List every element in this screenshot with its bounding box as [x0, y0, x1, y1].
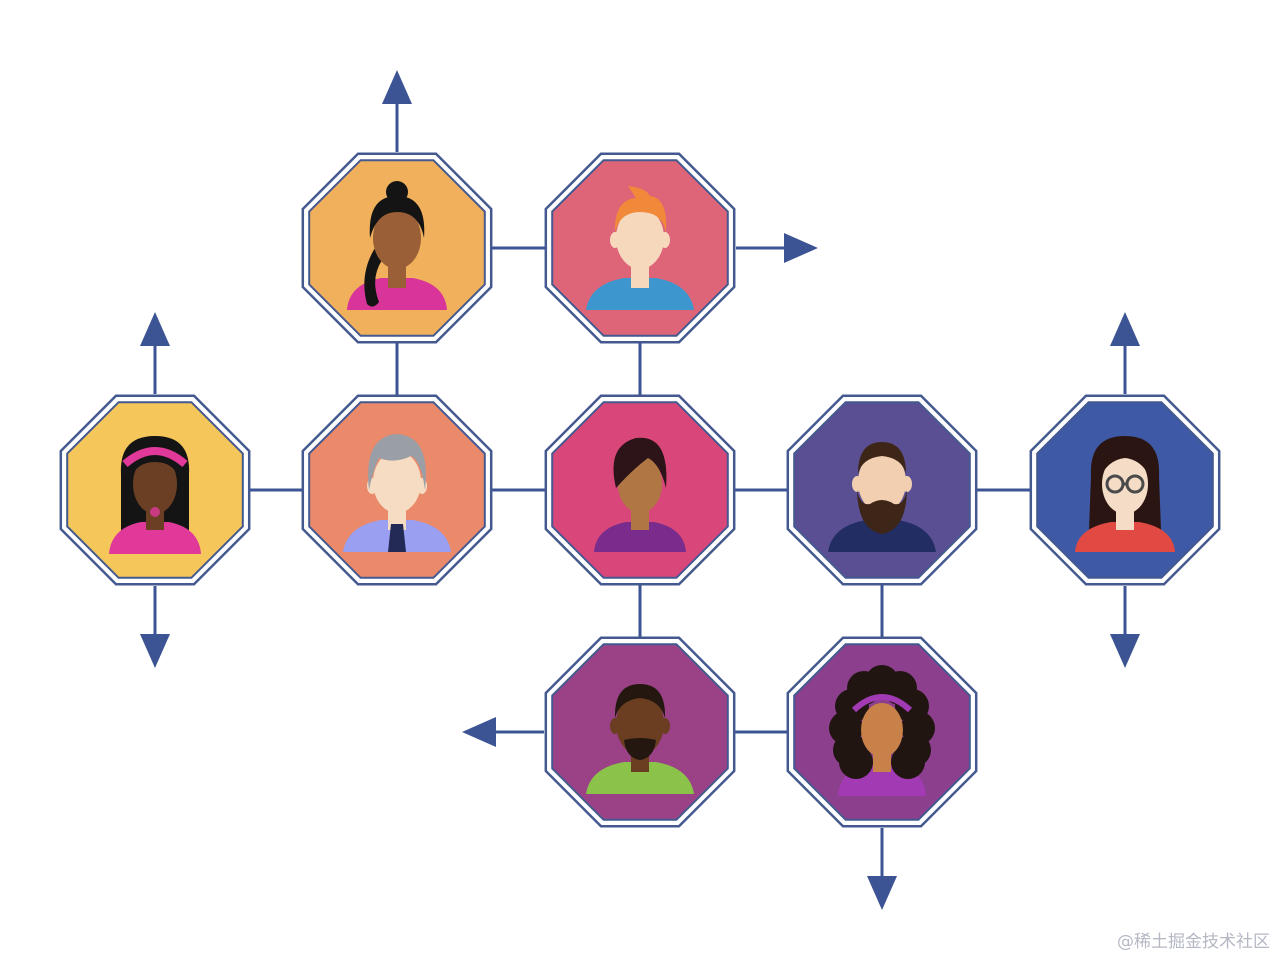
person-node-man-goatee: [544, 636, 736, 828]
woman-curly-avatar-icon: [829, 665, 935, 796]
arrow-up-icon: [140, 312, 170, 394]
arrow-up-icon: [382, 70, 412, 152]
woman-glasses-avatar-icon: [1075, 436, 1175, 552]
person-node-man-redhead: [544, 152, 736, 344]
arrow-right-icon: [736, 233, 818, 263]
man-gray-hair-tie-avatar-icon: [343, 434, 451, 552]
man-beard-avatar-icon: [828, 442, 936, 552]
person-node-man-gray-hair-tie: [301, 394, 493, 586]
person-node-woman-short-hair: [544, 394, 736, 586]
man-redhead-avatar-icon: [586, 186, 694, 310]
arrow-left-icon: [462, 717, 544, 747]
woman-headband-avatar-icon: [109, 436, 201, 554]
person-node-woman-glasses: [1029, 394, 1221, 586]
person-node-woman-headband: [59, 394, 251, 586]
person-node-woman-ponytail: [301, 152, 493, 344]
arrow-down-icon: [1110, 586, 1140, 668]
person-node-woman-curly: [786, 636, 978, 828]
arrow-up-icon: [1110, 312, 1140, 394]
woman-short-hair-avatar-icon: [594, 437, 686, 552]
arrow-down-icon: [140, 586, 170, 668]
person-nodes: [59, 152, 1221, 828]
woman-ponytail-avatar-icon: [347, 181, 447, 310]
watermark: @稀土掘金技术社区: [1117, 932, 1270, 952]
person-node-man-beard: [786, 394, 978, 586]
outgoing-arrows: [140, 70, 1140, 910]
man-goatee-avatar-icon: [586, 684, 694, 794]
arrow-down-icon: [867, 828, 897, 910]
